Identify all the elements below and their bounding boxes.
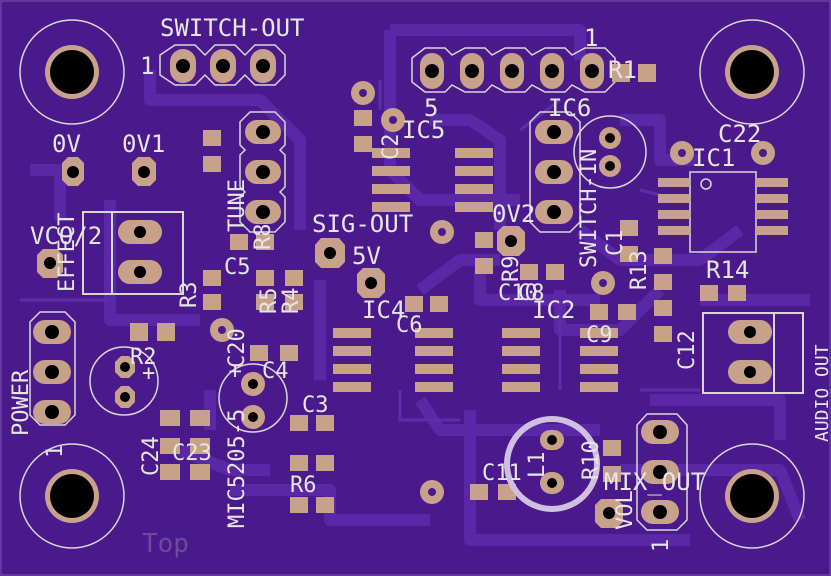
r8-label: R8: [251, 224, 276, 251]
vias: [210, 81, 775, 504]
ic2-pads: [502, 328, 618, 392]
c6-label: C6: [396, 313, 423, 338]
power-label: POWER: [9, 369, 34, 436]
ic4-label: IC4: [362, 296, 405, 324]
ic5-pads: [372, 148, 493, 212]
vol-label: VOL: [613, 490, 638, 530]
silkscreen-rotated: EFFECT TUNE R8 C2 R3 R5 R4 POWER 1 MIC52…: [9, 134, 831, 553]
mix-out-label: MIX_OUT: [604, 468, 705, 496]
inductor-l1: [504, 416, 600, 512]
silkscreen: SWITCH-OUT 1 1 5 0V 0V1 0V2 VCO/2 SIG-OU…: [30, 14, 761, 559]
audio-out-jack: [702, 312, 804, 394]
ic1-label: IC1: [692, 144, 735, 172]
effect-jack: [82, 211, 184, 295]
ic5-label: IC5: [402, 116, 445, 144]
c9-label: C9: [586, 323, 613, 348]
mix-out-pin1-label: 1: [649, 539, 674, 552]
switch-out-pin1-label: 1: [140, 52, 154, 80]
c10-label: C10: [498, 281, 538, 306]
cap-r1-switch: [573, 115, 647, 189]
header5-pin1-label: 1: [584, 24, 598, 52]
ic2-label: IC2: [532, 296, 575, 324]
c20-label: C20: [225, 328, 250, 368]
audio-out-label: AUDIO_OUT: [812, 344, 831, 442]
switch-in-header: [529, 111, 581, 233]
c8-label: C8: [518, 281, 545, 306]
mounting-hole-bl: [19, 443, 125, 549]
top-layer-label: Top: [142, 529, 189, 559]
c23-label: C23: [172, 441, 212, 466]
header5-pin5-label: 5: [424, 94, 438, 122]
5v-label: 5V: [352, 242, 381, 270]
plus-left-label: +: [142, 361, 155, 386]
r2-label: R2: [130, 345, 157, 370]
tune-header: [239, 111, 286, 233]
switch-in-label: SWITCH-IN: [577, 149, 602, 268]
c4-label: C4: [262, 359, 289, 384]
c22-label: C22: [718, 120, 761, 148]
r9-label: R9: [499, 256, 524, 283]
power-pin1-label: 1: [43, 445, 68, 458]
test-point-holes: [44, 166, 615, 519]
c24-label: C24: [139, 436, 164, 476]
mounting-hole-br: [699, 443, 805, 549]
ic4-pads: [333, 328, 453, 392]
r10-label: R10: [579, 440, 604, 480]
vco2-label: VCO/2: [30, 222, 102, 250]
r13-label: R13: [627, 250, 652, 290]
r14-label: R14: [706, 256, 749, 284]
0v2-label: 0V2: [492, 200, 535, 228]
five-pin-header: [411, 47, 616, 93]
plus-c4-label: +: [223, 365, 248, 378]
r1-pads: [612, 64, 656, 82]
tune-label: TUNE: [225, 179, 250, 232]
cap-c4: [218, 363, 288, 433]
c3-label: C3: [302, 393, 329, 418]
r6-label: R6: [290, 473, 317, 498]
cap-c-plus-left: [89, 346, 159, 416]
0v-label: 0V: [52, 130, 81, 158]
mounting-hole-tl: [19, 19, 125, 125]
0v1-label: 0V1: [122, 130, 165, 158]
mic-label: MIC5205-5: [225, 409, 250, 528]
c12-label: C12: [675, 330, 700, 370]
c11-label: C11: [482, 461, 522, 486]
sig-out-label: SIG-OUT: [312, 210, 413, 238]
effect-label: EFFECT: [55, 213, 80, 292]
ic6-label: IC6: [548, 94, 591, 122]
ic1: [658, 171, 788, 253]
power-header: [29, 311, 76, 426]
c5-label: C5: [224, 255, 251, 280]
r3-label: R3: [177, 282, 202, 309]
r5-label: R5: [257, 288, 282, 315]
r4-label: R4: [279, 288, 304, 315]
switch-out-header: [159, 44, 286, 86]
mix-out-header: [636, 413, 688, 531]
c1-label: C1: [603, 230, 628, 257]
smd-passives: [130, 110, 746, 513]
switch-out-label: SWITCH-OUT: [160, 14, 305, 42]
l1-label: L1: [525, 452, 550, 479]
c2-label: C2: [379, 134, 404, 161]
r1-label: R1: [608, 56, 637, 84]
mounting-hole-tr: [699, 19, 805, 125]
